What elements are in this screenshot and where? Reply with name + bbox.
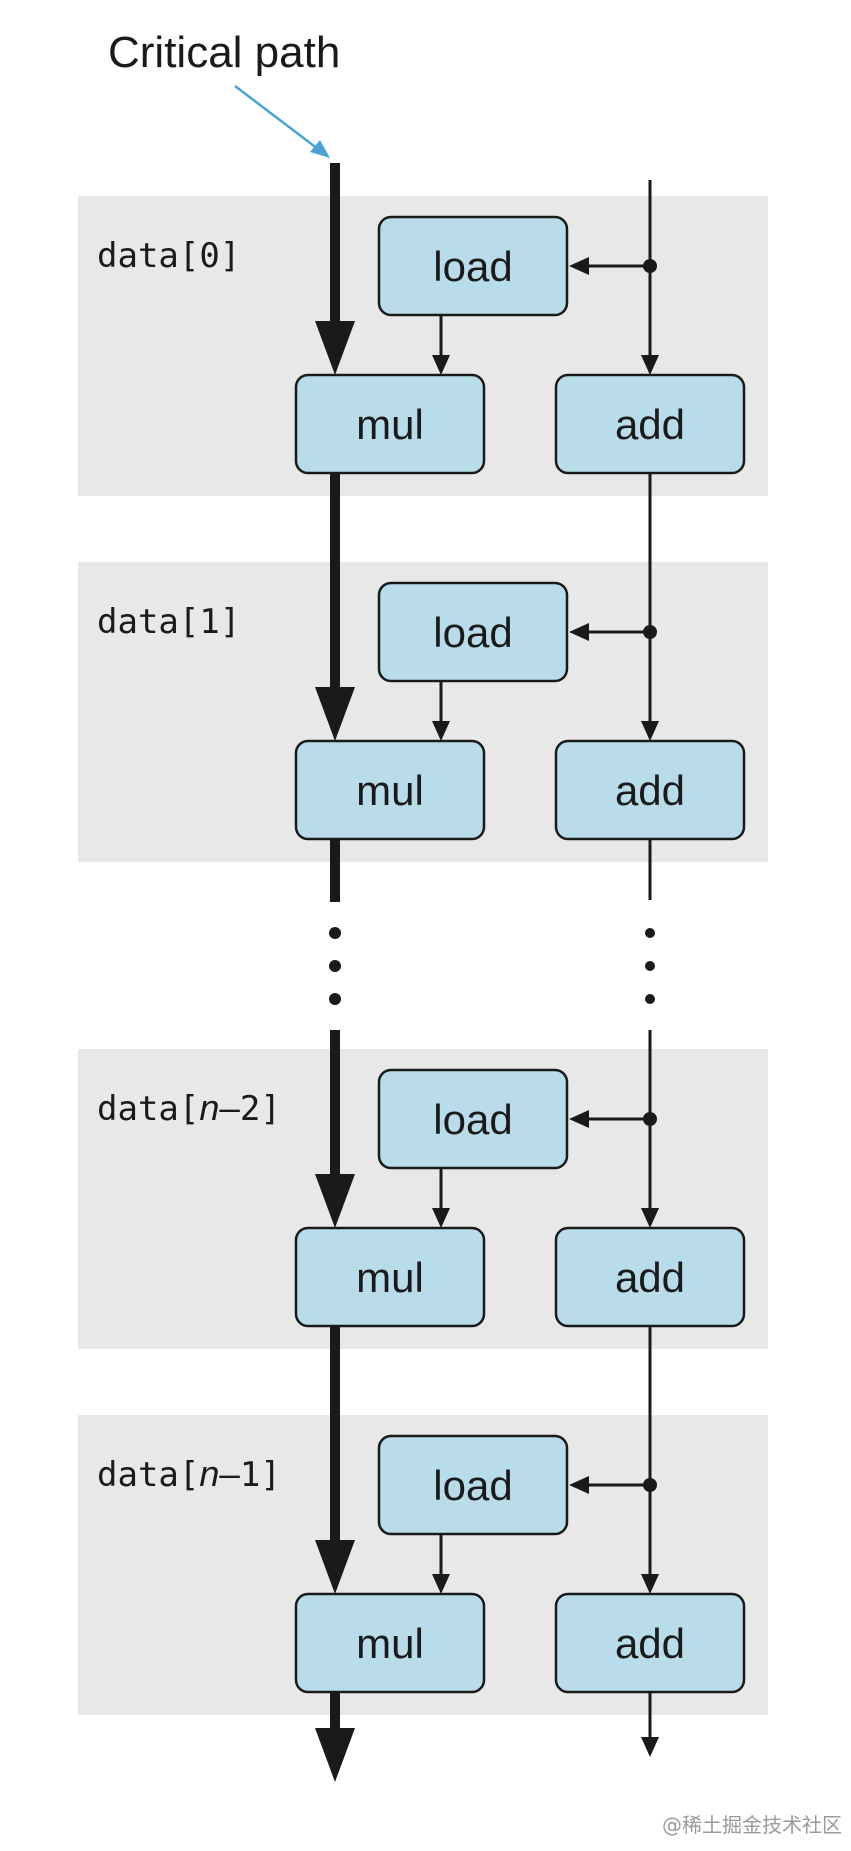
block-0: data[0] load mul add bbox=[78, 196, 768, 496]
add-label: add bbox=[615, 767, 685, 814]
to-load-head bbox=[569, 623, 589, 641]
mul-box bbox=[294, 1592, 486, 1694]
index-to-add-arrow-head bbox=[641, 355, 659, 375]
block-3: data[n–1] load mul add bbox=[78, 1415, 768, 1715]
ellipsis-right bbox=[645, 928, 655, 1004]
add-label: add bbox=[615, 401, 685, 448]
crit-arrow-out-head bbox=[315, 1728, 355, 1782]
to-load-head bbox=[569, 257, 589, 275]
mul-label: mul bbox=[356, 401, 424, 448]
watermark: @稀土掘金技术社区 bbox=[662, 1813, 842, 1837]
load-box bbox=[377, 1068, 569, 1170]
to-load-head bbox=[569, 1110, 589, 1128]
mul-label: mul bbox=[356, 767, 424, 814]
crit-arrow-0-head bbox=[315, 321, 355, 375]
load-box bbox=[377, 1434, 569, 1536]
load-label: load bbox=[433, 243, 512, 290]
to-load-head bbox=[569, 1476, 589, 1494]
crit-arrow-2-head bbox=[315, 1174, 355, 1228]
index-to-add-arrow-head bbox=[641, 721, 659, 741]
block-label: data[n–2] bbox=[97, 1087, 281, 1129]
load-to-mul-arrow-head bbox=[432, 355, 450, 375]
index-to-add-arrow-head bbox=[641, 1208, 659, 1228]
index-to-add-arrow-head bbox=[641, 1574, 659, 1594]
load-to-mul-arrow-head bbox=[432, 1208, 450, 1228]
add-label: add bbox=[615, 1254, 685, 1301]
mul-box bbox=[294, 373, 486, 475]
crit-arrow-1-head bbox=[315, 687, 355, 741]
add-label: add bbox=[615, 1620, 685, 1667]
mul-label: mul bbox=[356, 1254, 424, 1301]
block-2: data[n–2] load mul add bbox=[78, 1049, 768, 1349]
load-box bbox=[377, 581, 569, 683]
block-1: data[1] load mul add bbox=[78, 562, 768, 862]
mul-box bbox=[294, 739, 486, 841]
mul-box bbox=[294, 1226, 486, 1328]
mul-label: mul bbox=[356, 1620, 424, 1667]
load-label: load bbox=[433, 1462, 512, 1509]
block-label: data[n–1] bbox=[97, 1453, 281, 1495]
callout-arrow-line bbox=[234, 85, 319, 150]
load-label: load bbox=[433, 1096, 512, 1143]
block-label: data[0] bbox=[97, 236, 240, 276]
crit-arrow-3-head bbox=[315, 1540, 355, 1594]
load-label: load bbox=[433, 609, 512, 656]
load-box bbox=[377, 215, 569, 317]
add-chain-lines bbox=[641, 180, 659, 1757]
callout-arrowhead bbox=[310, 140, 330, 158]
load-to-mul-arrow-head bbox=[432, 721, 450, 741]
ellipsis-left bbox=[329, 927, 341, 1005]
critical-path-arrows bbox=[315, 163, 355, 1782]
diagram-title: Critical path bbox=[108, 28, 340, 77]
load-to-mul-arrow-head bbox=[432, 1574, 450, 1594]
add-arrow-out-head bbox=[641, 1737, 659, 1757]
block-label: data[1] bbox=[97, 602, 240, 642]
